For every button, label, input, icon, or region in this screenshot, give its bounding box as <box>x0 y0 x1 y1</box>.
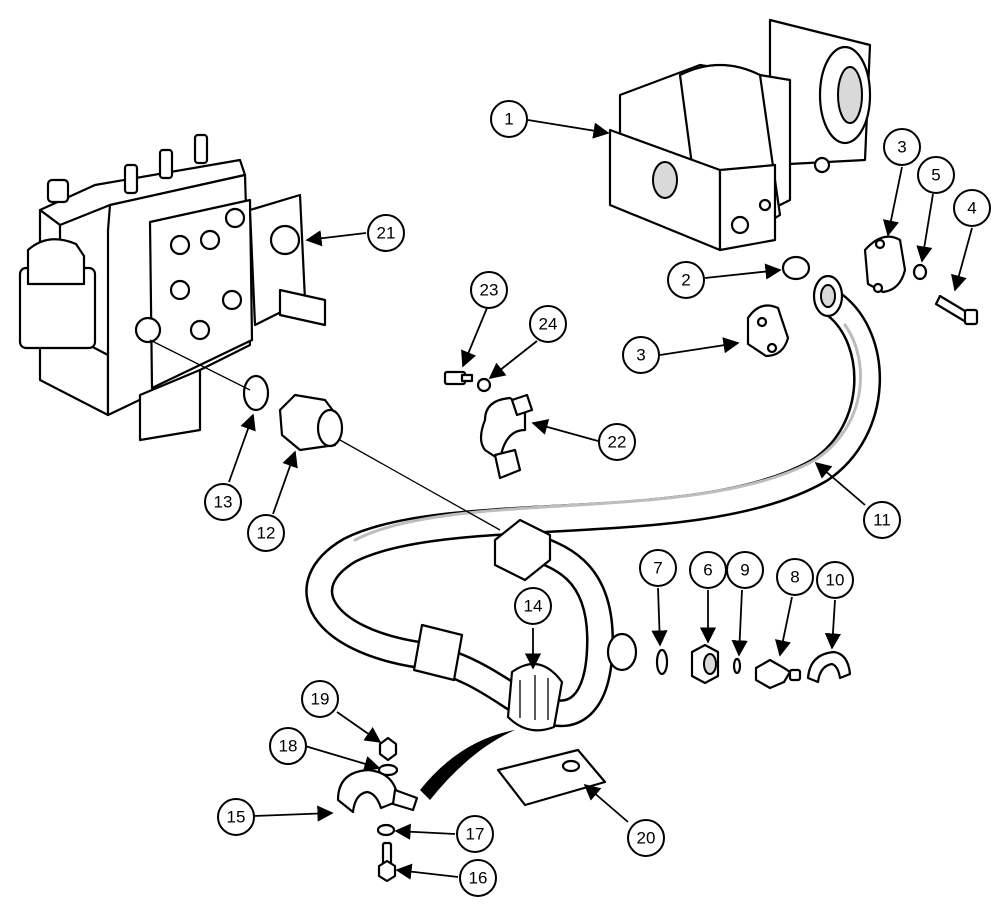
callout-7: 7 <box>639 549 677 587</box>
flange-half-upper <box>863 235 907 294</box>
nut-19 <box>378 736 398 762</box>
callout-label: 5 <box>931 166 940 185</box>
callout-20: 20 <box>627 819 665 857</box>
o-ring-7 <box>655 648 669 676</box>
callout-label: 20 <box>637 829 656 848</box>
dust-cap-10 <box>806 650 852 684</box>
callout-12: 12 <box>247 514 285 552</box>
callout-17: 17 <box>456 815 494 853</box>
callout-label: 14 <box>524 597 543 616</box>
bolt-4 <box>934 294 979 326</box>
callout-23: 23 <box>470 271 508 309</box>
fitting-6 <box>690 643 720 685</box>
callout-4: 4 <box>953 189 991 227</box>
fitting-12 <box>278 393 344 452</box>
callout-label: 10 <box>826 571 845 590</box>
callout-10: 10 <box>816 561 854 599</box>
callout-label: 17 <box>466 825 485 844</box>
callout-label: 11 <box>873 511 891 530</box>
callout-13: 13 <box>204 483 242 521</box>
o-ring-13 <box>242 374 270 412</box>
hydraulic-hose <box>305 274 882 719</box>
callout-18: 18 <box>269 727 307 765</box>
coupler-8 <box>754 658 802 690</box>
o-ring-2 <box>781 255 811 281</box>
mounting-bracket-arc <box>420 730 515 800</box>
callout-6: 6 <box>689 551 727 589</box>
callout-5: 5 <box>917 156 955 194</box>
callout-21: 21 <box>367 214 405 252</box>
control-valve <box>18 133 327 442</box>
plate-20 <box>496 748 607 807</box>
callout-label: 1 <box>504 110 513 129</box>
callout-24: 24 <box>529 305 567 343</box>
callout-14: 14 <box>514 587 552 625</box>
bolt-16 <box>377 841 397 883</box>
callout-label: 13 <box>214 493 233 512</box>
callout-label: 12 <box>257 524 276 543</box>
callout-label: 3 <box>636 346 645 365</box>
callout-label: 19 <box>311 690 330 709</box>
o-ring-9 <box>732 657 742 675</box>
callout-label: 3 <box>897 138 906 157</box>
clamp-15 <box>336 768 419 814</box>
callout-19: 19 <box>301 680 339 718</box>
callout-label: 15 <box>227 808 246 827</box>
callout-3: 3 <box>883 128 921 166</box>
callout-label: 4 <box>967 199 976 218</box>
washer-17 <box>376 823 396 837</box>
callout-label: 24 <box>539 315 558 334</box>
callout-label: 18 <box>279 737 298 756</box>
callout-15: 15 <box>217 798 255 836</box>
callout-label: 2 <box>681 271 690 290</box>
callout-1: 1 <box>490 100 528 138</box>
callout-label: 8 <box>790 568 799 587</box>
flange-half-lower <box>746 304 790 358</box>
leader-lines <box>228 119 973 880</box>
callout-label: 23 <box>480 281 499 300</box>
callout-3: 3 <box>622 336 660 374</box>
callout-label: 9 <box>740 561 749 580</box>
hydraulic-pump <box>608 18 872 252</box>
clamp-22 <box>479 393 534 480</box>
callout-label: 22 <box>608 433 627 452</box>
callout-22: 22 <box>598 423 636 461</box>
callout-11: 11 <box>863 501 901 539</box>
bolt-23 <box>443 370 474 386</box>
washer-5 <box>912 263 928 281</box>
callout-9: 9 <box>726 551 764 589</box>
callout-label: 21 <box>377 224 396 243</box>
callout-8: 8 <box>776 558 814 596</box>
callout-2: 2 <box>667 261 705 299</box>
washer-24 <box>476 377 492 393</box>
tube-assembly <box>493 518 638 732</box>
callout-label: 6 <box>703 561 712 580</box>
callout-label: 7 <box>653 559 662 578</box>
callout-label: 16 <box>469 869 488 888</box>
callout-16: 16 <box>459 859 497 897</box>
